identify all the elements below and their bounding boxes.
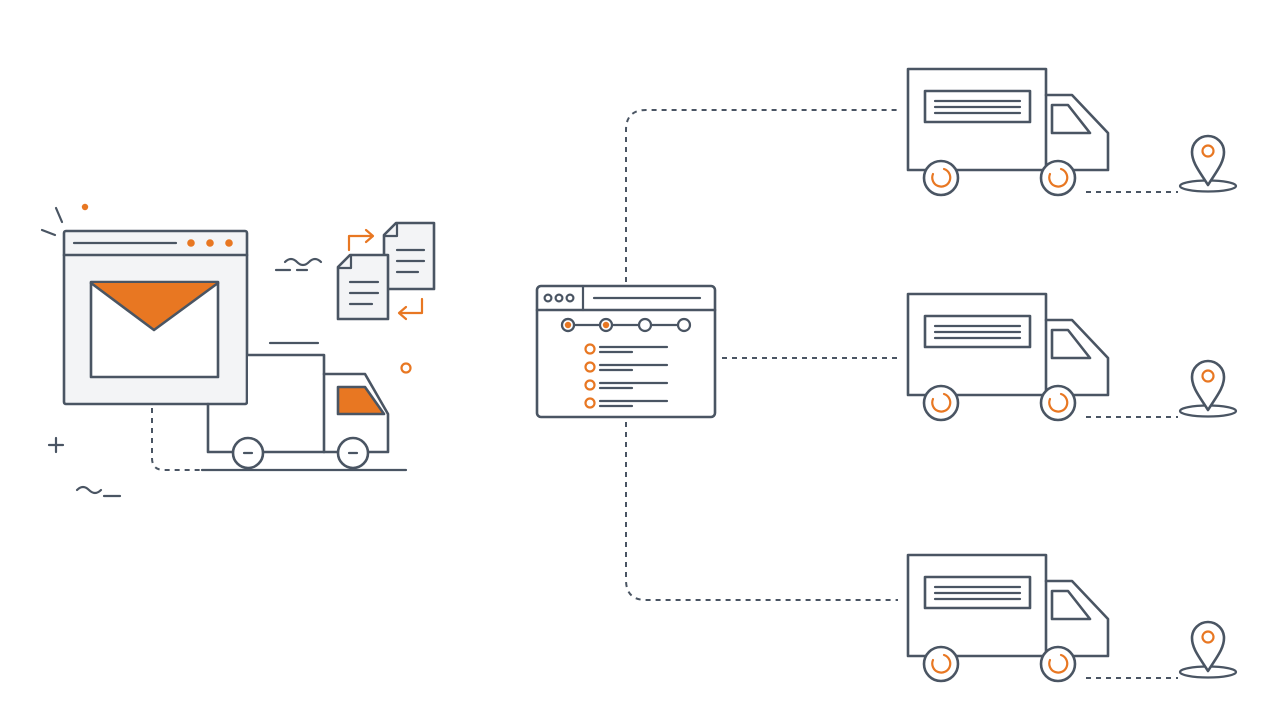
delivery-truck-icon [906, 292, 1110, 422]
delivery-truck-icon [200, 341, 408, 472]
delivery-truck-icon [906, 553, 1110, 683]
location-pin-icon [1086, 134, 1238, 193]
location-pin-icon [1086, 620, 1238, 679]
route-connectors [625, 109, 898, 601]
document-exchange-icon [336, 221, 436, 321]
email-truck-connector [151, 408, 200, 471]
delivery-truck-icon [906, 67, 1110, 197]
tracking-dashboard-icon [535, 284, 717, 419]
location-pin-icon [1086, 359, 1238, 418]
email-window-icon [40, 203, 249, 406]
decorative-squiggles [47, 257, 412, 498]
